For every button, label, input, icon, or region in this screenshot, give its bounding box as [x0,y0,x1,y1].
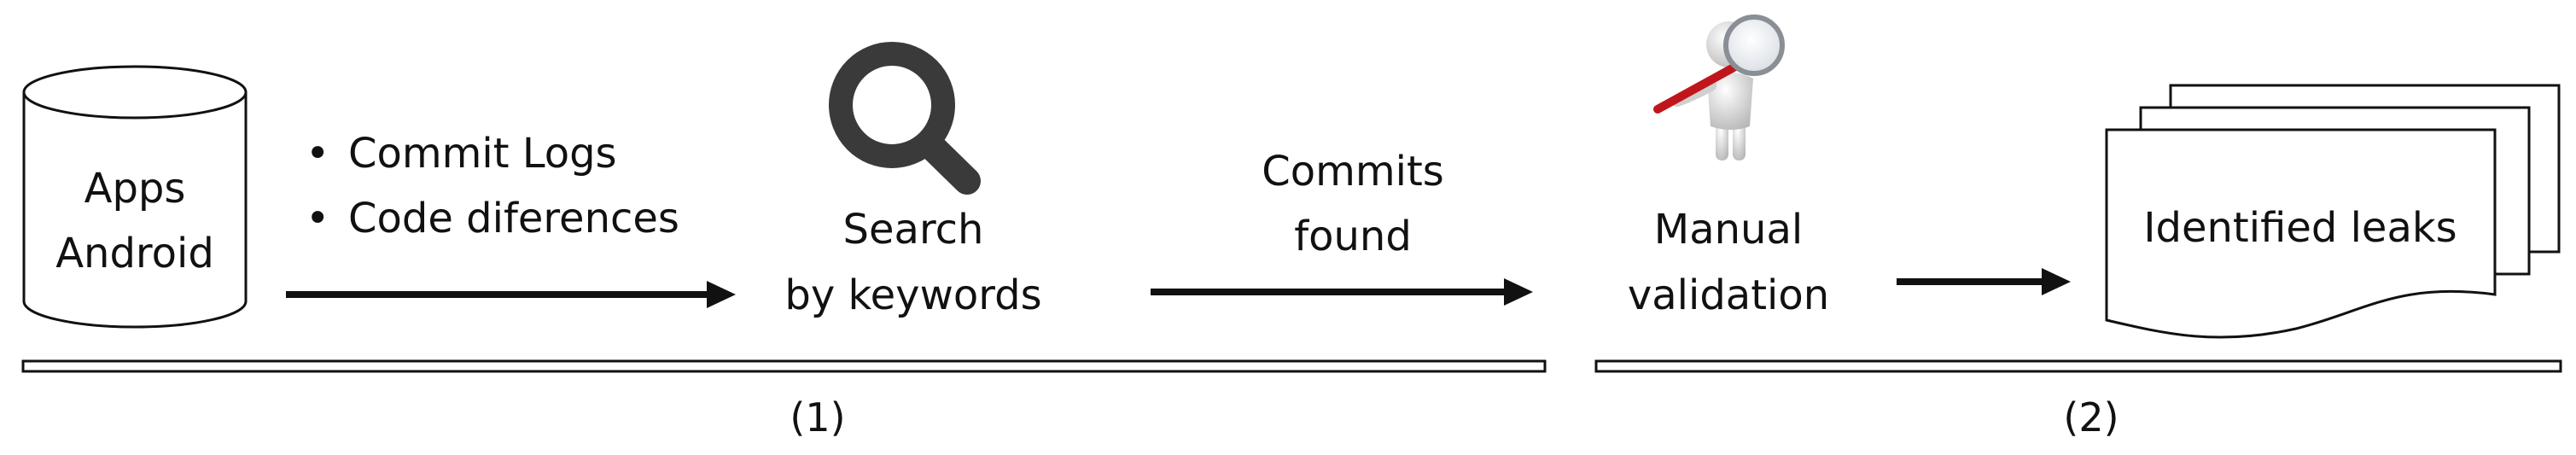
commits-label-line2: found [1294,213,1412,260]
bullet-item-code-differences: Code diferences [348,195,679,242]
manual-label-line1: Manual [1654,206,1803,254]
commits-label-line1: Commits [1262,148,1444,195]
person-with-magnifier-icon [1653,15,1785,160]
search-label-line1: Search [843,206,984,254]
phase-label-2: (2) [2063,394,2118,440]
bullet-item-commit-logs: Commit Logs [348,130,617,178]
search-label-line2: by keywords [784,271,1041,319]
output-label: Identified leaks [2143,204,2457,252]
bullet-marker: • [306,195,329,242]
magnifier-icon [829,42,981,195]
arrow-to-output [1897,268,2071,295]
phase-label-1: (1) [790,394,845,440]
bullet-marker: • [306,130,329,178]
database-cylinder [22,65,248,329]
phase-bar-1 [21,359,1547,373]
database-label-line2: Android [55,230,214,277]
document-stack-icon [2105,84,2561,339]
arrow-to-manual [1151,278,1533,306]
manual-label-line2: validation [1628,271,1829,319]
phase-bar-2 [1594,359,2562,373]
arrow-to-search [286,281,736,308]
database-label-line1: Apps [85,165,186,213]
